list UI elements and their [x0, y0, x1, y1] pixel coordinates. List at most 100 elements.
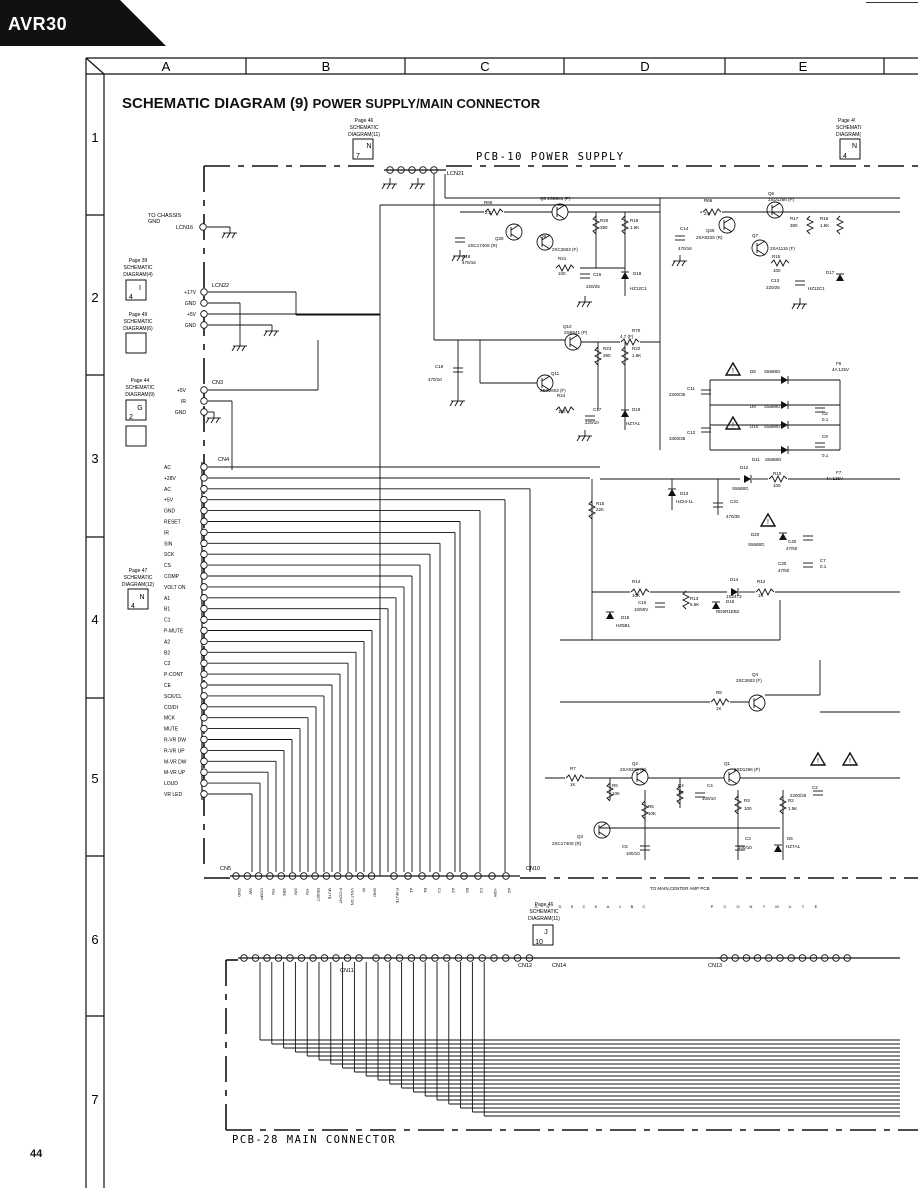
- label: Q4: [752, 672, 759, 677]
- main-conn-label-1: C: [643, 904, 646, 909]
- label: 1K: [758, 593, 764, 598]
- cn4-pin: [200, 561, 208, 569]
- cn4-pin-label: CO/DI: [164, 705, 178, 711]
- refb-line2: DIAGRAM(11): [528, 916, 560, 922]
- ground-hatch: [226, 232, 231, 239]
- label: 100: [744, 806, 752, 811]
- ref44-line2: DIAGRAM(9): [125, 392, 155, 398]
- ref-tr-line2: DIAGRAM(: [836, 132, 861, 138]
- transistor-collector: [636, 769, 646, 776]
- q3: [593, 821, 611, 839]
- cn5-pin-label: MUTE: [327, 888, 332, 900]
- lcn22-pin-label: +17V: [184, 290, 196, 296]
- ref49-line2: DIAGRAM(6): [123, 326, 153, 332]
- label: 390: [790, 223, 798, 228]
- q2: [631, 768, 649, 786]
- refb-page: Page 46: [535, 902, 554, 908]
- transistor-collector: [556, 204, 566, 211]
- cn4-pin: [200, 681, 208, 689]
- lcn22-pin-label: GND: [185, 301, 197, 307]
- label: S5688G: [765, 457, 782, 462]
- cn4-pin: [200, 474, 208, 482]
- label: 2SD1266 (P): [768, 197, 795, 202]
- ground-hatch: [381, 183, 386, 190]
- label: 1.5K: [788, 806, 797, 811]
- r13: [681, 590, 691, 610]
- model-label: AVR30: [8, 14, 68, 34]
- r10: [768, 474, 788, 484]
- r6: [605, 782, 615, 802]
- main-conn-label-2: P: [711, 904, 714, 909]
- cn4-pin: [200, 713, 208, 722]
- ground-hatch: [263, 330, 268, 337]
- label: 0.1: [822, 453, 829, 458]
- cn3-pin: [200, 408, 208, 416]
- ref39-line1: SCHEMATIC: [123, 265, 152, 271]
- cn5-pin-label: SW: [248, 888, 253, 895]
- cn4-pin: [200, 572, 208, 580]
- label: R66: [704, 198, 713, 203]
- cn4-pin: [200, 626, 208, 635]
- warning-icon: [841, 751, 859, 766]
- label: 2.2: [704, 211, 711, 216]
- label: 4A 125V: [826, 476, 843, 481]
- ref39-page: Page 39: [129, 258, 148, 264]
- cn4-pin-label: B2: [164, 650, 170, 656]
- d16: [606, 612, 614, 619]
- cn5-pin-label: RESET: [316, 888, 321, 902]
- label: 470/16: [462, 260, 476, 265]
- ref44-page: Page 44: [131, 378, 150, 384]
- label: 100: [773, 483, 781, 488]
- label: 100: [558, 271, 566, 276]
- cn5-pin-label: SIN: [294, 888, 299, 895]
- label: 100/10: [626, 851, 640, 856]
- label: 220/25: [766, 285, 780, 290]
- pcb28-outline: [225, 959, 918, 1131]
- ground-hatch: [576, 435, 581, 442]
- label: Q26: [706, 228, 715, 233]
- label: D5: [787, 836, 793, 841]
- ref-page44: Page 44 SCHEMATIC DIAGRAM(9) G 2: [125, 378, 155, 447]
- label: 22K: [596, 507, 604, 512]
- label: 100: [558, 409, 566, 414]
- label: 10K: [612, 791, 620, 796]
- cn10-pin-label: C1: [437, 888, 442, 894]
- ground-hatch: [231, 232, 236, 239]
- cn4-pin: [200, 615, 208, 624]
- column-labels: A B C D E: [162, 59, 808, 74]
- lcn22-pin: [200, 310, 208, 318]
- cn14-label: CN14: [552, 963, 566, 969]
- main-conn-label-2: C: [724, 904, 727, 909]
- label: C19: [435, 364, 444, 369]
- warning-icon: [724, 361, 742, 376]
- ground-hatch: [681, 260, 686, 267]
- label: R21: [558, 256, 567, 261]
- label: C10: [638, 600, 647, 605]
- label: 2SC1740S (R): [552, 841, 582, 846]
- page-title: SCHEMATIC DIAGRAM (9) POWER SUPPLY/MAIN …: [122, 95, 540, 112]
- label: 2SC2603 (F): [736, 678, 762, 683]
- label: 220/25: [586, 284, 600, 289]
- ground-hatch: [231, 345, 236, 352]
- r7: [565, 773, 585, 783]
- r15: [770, 258, 790, 268]
- label: 2.2: [485, 210, 492, 215]
- ground-hatch: [461, 255, 466, 262]
- cn4-pin-label: +28V: [164, 476, 176, 482]
- label: D18: [633, 271, 642, 276]
- label: R17: [790, 216, 799, 221]
- label: Q2: [632, 761, 639, 766]
- transistor-emitter: [771, 211, 781, 218]
- warning-mark: !: [817, 758, 819, 765]
- label: C5: [622, 844, 628, 849]
- label: R18: [630, 218, 639, 223]
- ground-hatch: [449, 400, 454, 407]
- label: F6: [836, 361, 842, 366]
- r14: [630, 587, 650, 597]
- ground-hatch: [456, 255, 461, 262]
- warning-icon: [809, 751, 827, 766]
- row-label-7: 7: [91, 1092, 98, 1107]
- label: Q11: [551, 371, 560, 376]
- ref-top-num: 7: [356, 153, 360, 160]
- label: D20: [751, 532, 760, 537]
